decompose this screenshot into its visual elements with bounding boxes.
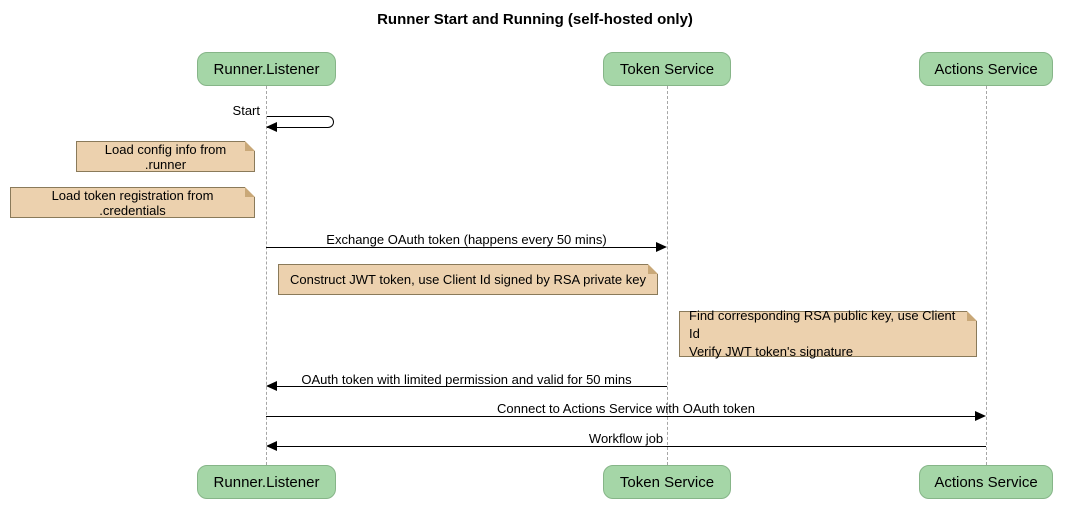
participant-runner-listener-bottom: Runner.Listener <box>197 465 336 499</box>
arrowhead-left-icon <box>266 381 277 391</box>
note-fold-icon <box>967 311 977 321</box>
diagram-title: Runner Start and Running (self-hosted on… <box>377 11 693 28</box>
message-workflow-label: Workflow job <box>588 431 664 446</box>
message-connect-label: Connect to Actions Service with OAuth to… <box>497 401 755 416</box>
arrowhead-left-icon <box>266 122 277 132</box>
note-load-config: Load config info from .runner <box>76 141 255 172</box>
participant-token-service-bottom: Token Service <box>603 465 731 499</box>
note-text: Load config info from .runner <box>104 141 227 172</box>
message-connect-line <box>266 416 975 417</box>
note-fold-icon <box>648 264 658 274</box>
arrowhead-right-icon <box>656 242 667 252</box>
note-load-token: Load token registration from .credential… <box>10 187 255 218</box>
message-exchange-label: Exchange OAuth token (happens every 50 m… <box>326 232 607 247</box>
arrowhead-right-icon <box>975 411 986 421</box>
note-fold-icon <box>245 141 255 151</box>
note-fold-icon <box>245 187 255 197</box>
message-oauth-return-line <box>277 386 667 387</box>
note-text: Construct JWT token, use Client Id signe… <box>290 272 646 287</box>
lifeline-actions-service <box>986 86 987 465</box>
participant-label: Token Service <box>619 60 715 78</box>
note-text: Load token registration from .credential… <box>51 187 214 218</box>
lifeline-token-service <box>667 86 668 465</box>
self-message-loop <box>267 116 334 128</box>
message-start-label: Start <box>232 103 260 118</box>
participant-actions-service-bottom: Actions Service <box>919 465 1053 499</box>
lifeline-runner-listener <box>266 86 267 465</box>
message-oauth-return-label: OAuth token with limited permission and … <box>301 372 632 387</box>
participant-runner-listener-top: Runner.Listener <box>197 52 336 86</box>
message-workflow-line <box>277 446 986 447</box>
participant-label: Actions Service <box>934 60 1038 78</box>
participant-label: Runner.Listener <box>213 60 320 78</box>
note-text-line1: Find corresponding RSA public key, use C… <box>689 308 956 341</box>
note-find-rsa: Find corresponding RSA public key, use C… <box>679 308 977 359</box>
participant-token-service-top: Token Service <box>603 52 731 86</box>
note-text-line2: Verify JWT token's signature <box>689 344 854 359</box>
note-construct-jwt: Construct JWT token, use Client Id signe… <box>278 264 658 295</box>
participant-label: Token Service <box>619 473 715 491</box>
arrowhead-left-icon <box>266 441 277 451</box>
message-exchange-line <box>266 247 658 248</box>
participant-label: Actions Service <box>934 473 1038 491</box>
participant-actions-service-top: Actions Service <box>919 52 1053 86</box>
participant-label: Runner.Listener <box>213 473 320 491</box>
